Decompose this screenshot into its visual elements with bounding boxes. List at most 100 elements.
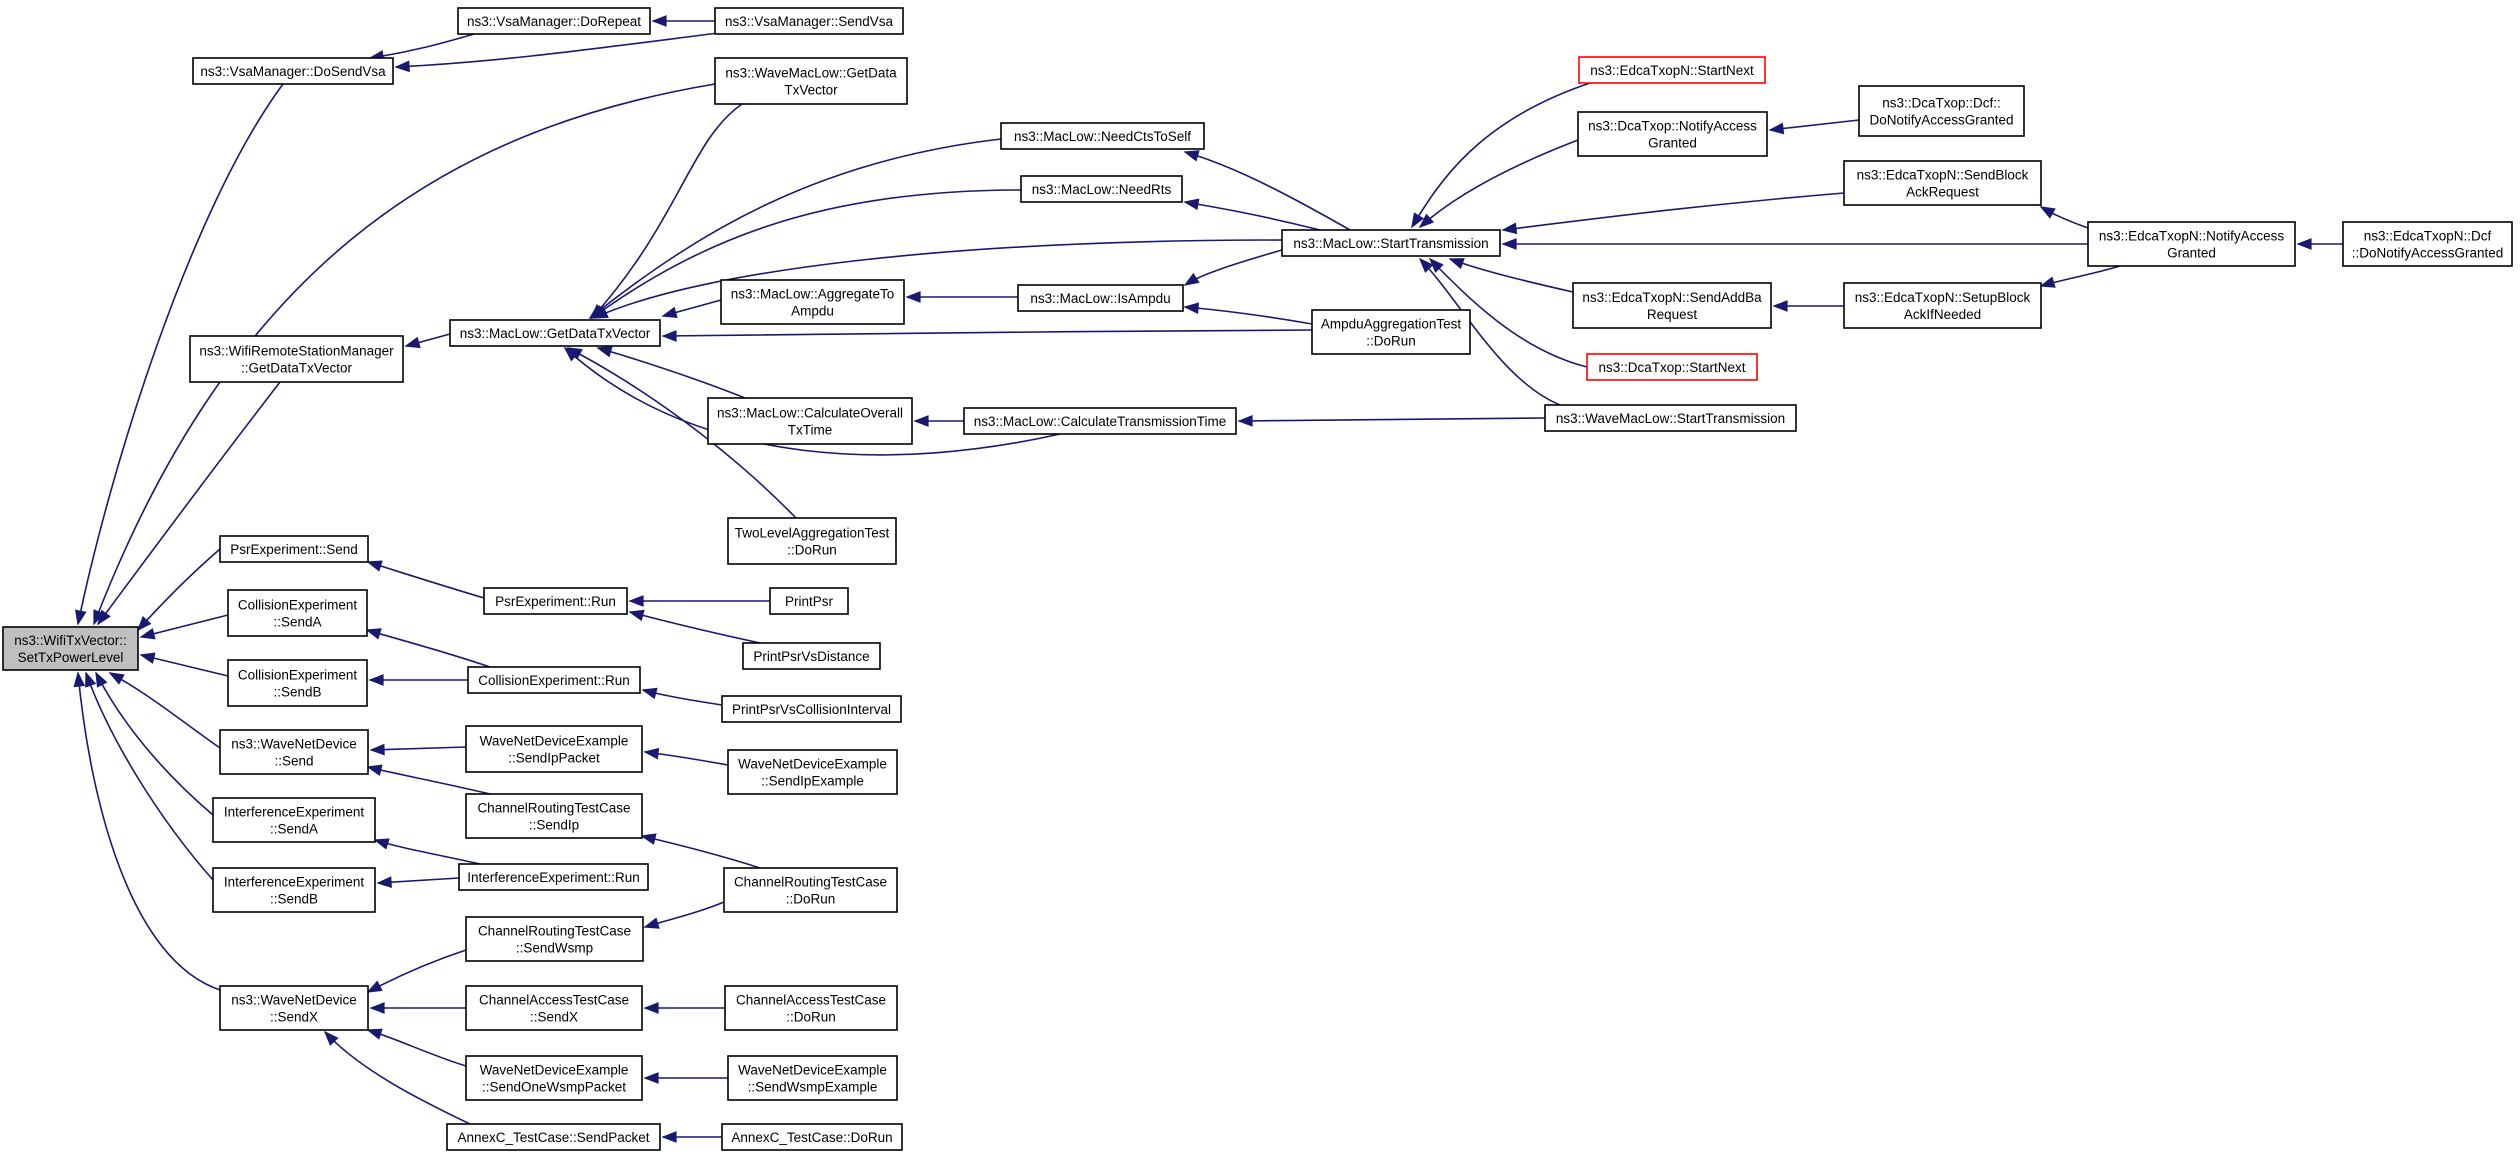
call-edge-doRepeat-to-doSendVsa — [368, 33, 475, 62]
node-label-line: ChannelAccessTestCase — [736, 993, 886, 1008]
node-crtSendIp[interactable]: ChannelRoutingTestCase::SendIp — [465, 793, 643, 839]
node-collRun[interactable]: CollisionExperiment::Run — [467, 666, 641, 694]
node-box — [219, 535, 369, 563]
node-label-line: SetTxPowerLevel — [18, 650, 124, 665]
node-printPsrVsDist[interactable]: PrintPsrVsDistance — [742, 642, 881, 670]
node-needCts[interactable]: ns3::MacLow::NeedCtsToSelf — [1000, 122, 1205, 150]
call-edge-doSendVsa-to-root — [75, 83, 284, 626]
node-edcaStartNext[interactable]: ns3::EdcaTxopN::StartNext — [1578, 56, 1766, 84]
node-root[interactable]: ns3::WifiTxVector::SetTxPowerLevel — [2, 626, 139, 671]
call-edge-edcaNotify-to-edcaSetup — [2039, 265, 2121, 288]
arrowhead — [2039, 206, 2056, 219]
node-catDoRun[interactable]: ChannelAccessTestCase::DoRun — [724, 985, 898, 1031]
node-label-line: ns3::MacLow::CalculateOverall — [717, 406, 903, 421]
node-box — [724, 985, 898, 1031]
arrowhead — [1183, 272, 1200, 286]
node-edcaDcf[interactable]: ns3::EdcaTxopN::Dcf::DoNotifyAccessGrant… — [2342, 221, 2513, 267]
arrowhead — [369, 1002, 385, 1014]
node-label-line: CollisionExperiment::Run — [478, 673, 630, 688]
node-label-line: PrintPsrVsCollisionInterval — [732, 702, 891, 717]
node-dcfNotify[interactable]: ns3::DcaTxop::Dcf::DoNotifyAccessGranted — [1858, 85, 2025, 137]
node-label-line: ChannelRoutingTestCase — [734, 875, 887, 890]
node-psrRun[interactable]: PsrExperiment::Run — [483, 587, 628, 615]
call-edge-crtDoRun-to-crtSendIp — [640, 833, 761, 869]
node-edcaNotify[interactable]: ns3::EdcaTxopN::NotifyAccessGranted — [2087, 221, 2296, 267]
arrowhead — [651, 15, 667, 27]
node-annexSend[interactable]: AnnexC_TestCase::SendPacket — [446, 1123, 661, 1151]
node-waveMacGetData[interactable]: ns3::WaveMacLow::GetDataTxVector — [714, 57, 908, 105]
call-edge-wndeSendWsmpEx-to-wndeSendOne — [643, 1072, 728, 1084]
node-doRepeat[interactable]: ns3::VsaManager::DoRepeat — [457, 7, 651, 35]
node-dcaNotify[interactable]: ns3::DcaTxop::NotifyAccessGranted — [1577, 111, 1768, 157]
node-box — [714, 7, 904, 35]
node-box — [727, 749, 898, 795]
node-wndeSendWsmpEx[interactable]: WaveNetDeviceExample::SendWsmpExample — [727, 1055, 898, 1101]
node-box — [1858, 85, 2025, 137]
node-annexDoRun[interactable]: AnnexC_TestCase::DoRun — [721, 1123, 903, 1151]
node-label-line: ns3::MacLow::AggregateTo — [731, 287, 895, 302]
node-calcTrans[interactable]: ns3::MacLow::CalculateTransmissionTime — [963, 407, 1237, 435]
node-waveSendX[interactable]: ns3::WaveNetDevice::SendX — [219, 985, 369, 1031]
node-label-line: PrintPsr — [785, 594, 834, 609]
node-catSendX[interactable]: ChannelAccessTestCase::SendX — [465, 985, 643, 1031]
call-edge-startTrans-to-macGetData — [592, 239, 1283, 319]
call-edge-dcaNotify-to-startTrans — [1418, 139, 1579, 229]
node-intSendB[interactable]: InterferenceExperiment::SendB — [212, 867, 376, 913]
node-label-line: ns3::WaveNetDevice — [231, 737, 357, 752]
arrowhead — [643, 1072, 659, 1084]
node-twoLevel[interactable]: TwoLevelAggregationTest::DoRun — [727, 517, 897, 565]
node-box — [1577, 111, 1768, 157]
node-ampduTest[interactable]: AmpduAggregationTest::DoRun — [1311, 309, 1471, 355]
node-printPsr[interactable]: PrintPsr — [769, 587, 849, 615]
call-edge-collRun-to-collSendB — [368, 674, 468, 686]
node-wndeSendOne[interactable]: WaveNetDeviceExample::SendOneWsmpPacket — [465, 1055, 643, 1101]
node-wndeSendIp[interactable]: WaveNetDeviceExample::SendIpPacket — [465, 725, 643, 773]
node-collSendA[interactable]: CollisionExperiment::SendA — [227, 589, 368, 637]
node-wrsmGetData[interactable]: ns3::WifiRemoteStationManager::GetDataTx… — [189, 335, 404, 383]
node-box — [465, 985, 643, 1031]
node-startTrans[interactable]: ns3::MacLow::StartTransmission — [1281, 229, 1501, 257]
node-isAmpdu[interactable]: ns3::MacLow::IsAmpdu — [1017, 284, 1184, 312]
node-label-line: ns3::EdcaTxopN::SendBlock — [1857, 168, 2029, 183]
node-waveSend[interactable]: ns3::WaveNetDevice::Send — [219, 729, 369, 775]
node-intSendA[interactable]: InterferenceExperiment::SendA — [212, 797, 376, 843]
node-crtSendWsmp[interactable]: ChannelRoutingTestCase::SendWsmp — [465, 916, 644, 962]
node-box — [1843, 160, 2042, 206]
node-macGetData[interactable]: ns3::MacLow::GetDataTxVector — [449, 319, 661, 347]
arrowhead — [95, 671, 108, 688]
node-label-line: AckRequest — [1906, 185, 1979, 200]
node-box — [1017, 284, 1184, 312]
arrowhead — [596, 346, 613, 358]
node-box — [212, 867, 376, 913]
node-printPsrColl[interactable]: PrintPsrVsCollisionInterval — [721, 695, 902, 723]
node-wndeSendIpEx[interactable]: WaveNetDeviceExample::SendIpExample — [727, 749, 898, 795]
arrowhead — [365, 628, 382, 640]
node-intRun[interactable]: InterferenceExperiment::Run — [458, 863, 649, 891]
node-label-line: ::DoRun — [786, 1010, 836, 1025]
node-crtDoRun[interactable]: ChannelRoutingTestCase::DoRun — [723, 867, 898, 913]
node-label-line: TxVector — [784, 83, 838, 98]
node-box — [727, 1055, 898, 1101]
node-label-line: ::SendWsmp — [516, 941, 593, 956]
node-dcaStartNext[interactable]: ns3::DcaTxop::StartNext — [1586, 353, 1758, 381]
node-box — [227, 659, 368, 707]
node-waveStartTrans[interactable]: ns3::WaveMacLow::StartTransmission — [1544, 404, 1797, 432]
node-label-line: DoNotifyAccessGranted — [1869, 113, 2013, 128]
arrowhead — [1418, 257, 1434, 273]
node-box — [465, 916, 644, 962]
node-needRts[interactable]: ns3::MacLow::NeedRts — [1020, 175, 1183, 203]
node-sendVsa[interactable]: ns3::VsaManager::SendVsa — [714, 7, 904, 35]
node-collSendB[interactable]: CollisionExperiment::SendB — [227, 659, 368, 707]
node-label-line: AnnexC_TestCase::DoRun — [731, 1130, 892, 1145]
node-box — [449, 319, 661, 347]
node-label-line: ChannelRoutingTestCase — [478, 924, 631, 939]
arrowhead — [404, 336, 421, 349]
call-edge-waveSend-to-root — [108, 672, 221, 749]
node-psrSend[interactable]: PsrExperiment::Send — [219, 535, 369, 563]
node-doSendVsa[interactable]: ns3::VsaManager::DoSendVsa — [192, 57, 394, 85]
